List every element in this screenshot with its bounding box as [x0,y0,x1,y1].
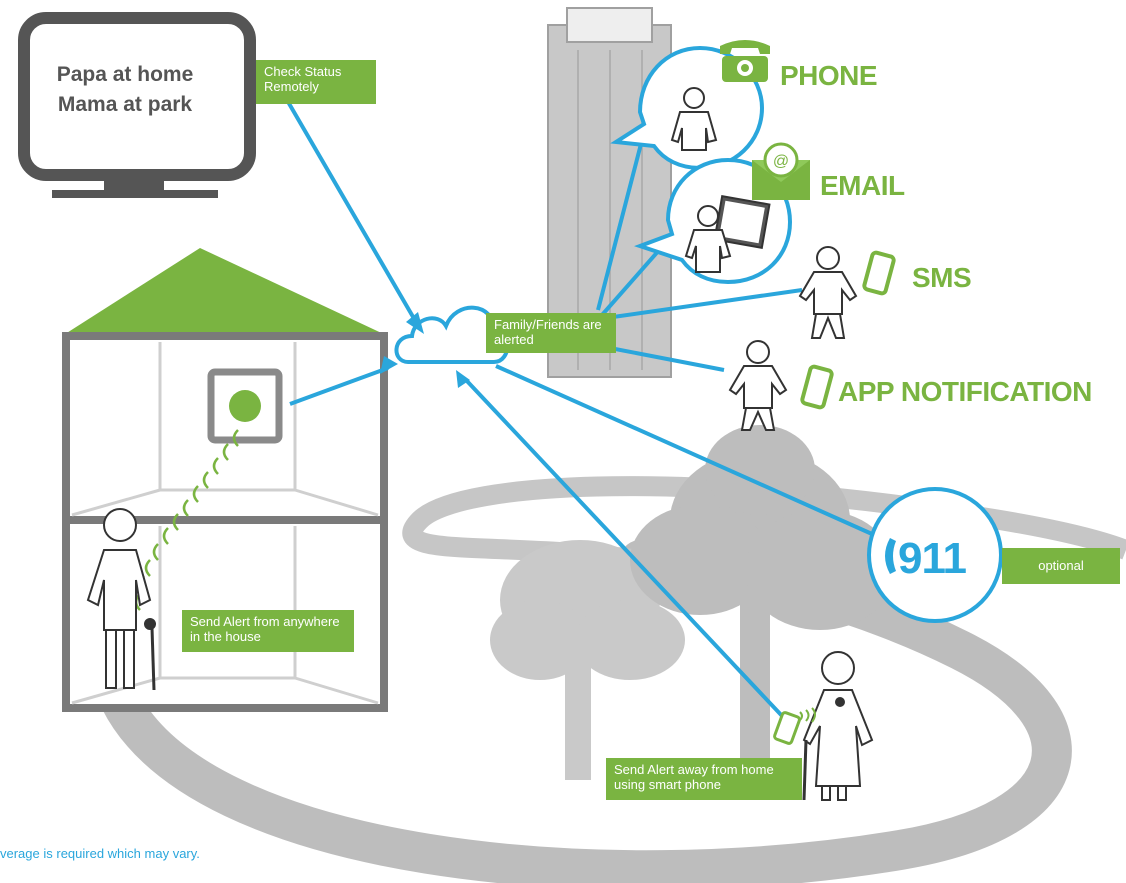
monitor [18,12,256,198]
monitor-line-2: Mama at park [57,93,193,116]
send-alert-phone-label: Send Alert away from home using smart ph… [606,758,802,800]
arrow-heads [380,312,470,388]
app-notification-channel-title: APP NOTIFICATION [838,376,1092,407]
check-status-label: Check Status Remotely [256,60,376,104]
email-channel-title: EMAIL [820,170,905,201]
person-app [728,340,788,431]
person-computer-bubble [684,195,771,273]
person-sms [798,246,858,339]
svg-text:@: @ [773,153,789,170]
smartphone-sms-icon [862,250,896,296]
monitor-line-1: Papa at home [56,63,194,86]
monitor-status-text: Papa at home Mama at park [40,60,210,120]
tree-left [490,540,685,780]
send-alert-house-label: Send Alert from anywhere in the house [182,610,354,652]
family-alerted-label: Family/Friends are alerted [486,313,616,353]
footnote: verage is required which may vary. [0,846,200,861]
signal-waves-phone [799,707,816,723]
base-station-icon [207,368,283,444]
smartphone-woman-icon [773,711,801,745]
signal-waves-house [134,429,239,611]
telephone-icon [720,40,770,82]
optional-label: optional [1002,548,1120,584]
sms-channel-title: SMS [912,262,972,293]
tree-right [630,425,895,780]
elderly-woman-park [802,651,874,801]
envelope-icon: @ [752,142,810,200]
smartphone-app-icon [800,364,834,410]
emergency-number: 911 [898,534,967,583]
person-phone-bubble [670,87,718,151]
emergency-911-circle [867,487,1003,623]
phone-channel-title: PHONE [780,60,878,91]
elderly-man-house [86,508,156,691]
